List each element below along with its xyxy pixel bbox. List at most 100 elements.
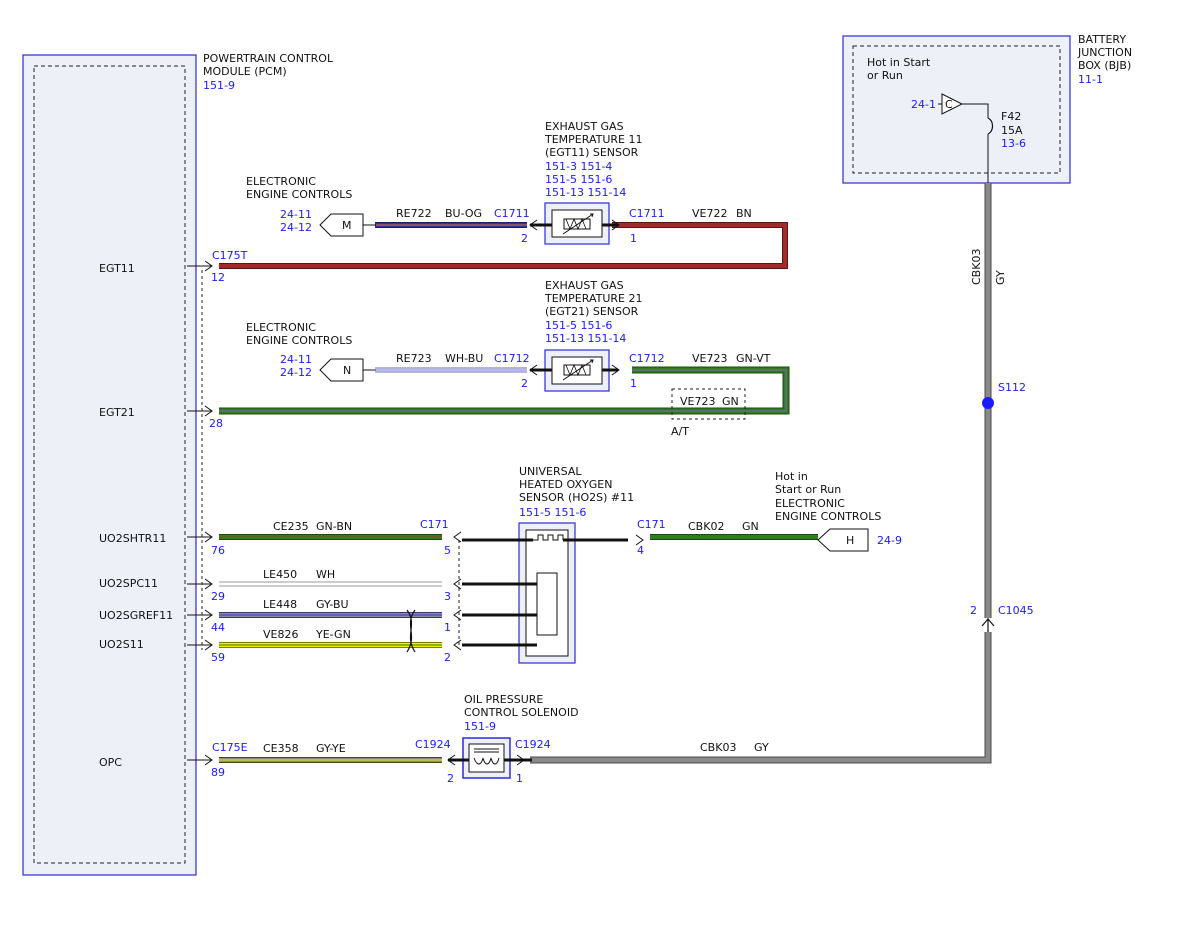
thermistor-icon xyxy=(562,359,594,381)
option-color: GN xyxy=(722,395,739,408)
eec-h-hot-line2: Start or Run xyxy=(775,483,841,496)
eec-m-letter: M xyxy=(342,219,352,232)
bjb-hot-line1: Hot in Start xyxy=(867,56,931,69)
cbk03-vert-color: GY xyxy=(994,270,1007,285)
ho2s-sensor: UNIVERSAL HEATED OXYGEN SENSOR (HO2S) #1… xyxy=(420,465,666,664)
wire-cbk02: CBK02 GN xyxy=(650,520,818,540)
le450-color: WH xyxy=(316,568,335,581)
ho2s-title-line3: SENSOR (HO2S) #11 xyxy=(519,491,634,504)
ve723-pcm-pin: 28 xyxy=(209,417,223,430)
bjb-title-line2: JUNCTION xyxy=(1077,46,1132,59)
ce358-pcm-pin: 89 xyxy=(211,766,225,779)
ve826-c171-pin: 2 xyxy=(444,651,451,664)
ops-title-line1: OIL PRESSURE xyxy=(464,693,543,706)
le450-pcm-pin: 29 xyxy=(211,590,225,603)
egt11-title-line2: TEMPERATURE 11 xyxy=(544,133,642,146)
ve722-circuit: VE722 xyxy=(692,207,727,220)
bjb-title-line3: BOX (BJB) xyxy=(1078,59,1131,72)
eec-n: ELECTRONIC ENGINE CONTROLS 24-11 24-12 N xyxy=(246,321,376,382)
ops-pin-left: 2 xyxy=(447,772,454,785)
ce235-c171-pin: 5 xyxy=(444,544,451,557)
bjb-terminal-letter: C xyxy=(945,98,953,111)
fuse-rating: 15A xyxy=(1001,124,1023,137)
eec-n-ref1: 24-11 xyxy=(280,353,312,366)
ce235-circuit: CE235 xyxy=(273,520,309,533)
egt11-sensor: EXHAUST GAS TEMPERATURE 11 (EGT11) SENSO… xyxy=(494,120,665,245)
ho2s-pin-right: 4 xyxy=(637,544,644,557)
fuse-name: F42 xyxy=(1001,110,1021,123)
wire-le450: LE450 WH 29 3 xyxy=(211,568,451,603)
bjb-title-line1: BATTERY xyxy=(1078,33,1126,46)
cbk02-color: GN xyxy=(742,520,759,533)
eec-h-letter: H xyxy=(846,534,854,547)
pcm-pin-uo2sgref11: UO2SGREF11 xyxy=(99,609,173,622)
bjb-ref: 11-1 xyxy=(1078,73,1103,86)
wire-ve826: VE826 YE-GN 59 2 xyxy=(211,628,451,664)
ho2s-title-line2: HEATED OXYGEN xyxy=(519,478,612,491)
eec-m: ELECTRONIC ENGINE CONTROLS 24-11 24-12 M xyxy=(246,175,376,237)
eec-m-ref1: 24-11 xyxy=(280,208,312,221)
wire-cbk03: CBK03 GY CBK03 GY xyxy=(530,183,1007,764)
le448-color: GY-BU xyxy=(316,598,349,611)
egt21-pin-right: 1 xyxy=(630,377,637,390)
re722-circuit: RE722 xyxy=(396,207,432,220)
le448-circuit: LE448 xyxy=(263,598,297,611)
eec-h-title-line1: ELECTRONIC xyxy=(775,497,845,510)
pcm-title-line2: MODULE (PCM) xyxy=(203,65,287,78)
ve826-circuit: VE826 xyxy=(263,628,298,641)
bjb-terminal-ref: 24-1 xyxy=(911,98,936,111)
eec-h-ref: 24-9 xyxy=(877,534,902,547)
cbk03-color: GY xyxy=(754,741,769,754)
egt21-sensor: EXHAUST GAS TEMPERATURE 21 (EGT21) SENSO… xyxy=(494,279,665,392)
eec-n-letter: N xyxy=(343,364,351,377)
ops-ref: 151-9 xyxy=(464,720,496,733)
wire-ve722: VE722 BN 12 xyxy=(211,207,788,284)
connector-c1045: 2 C1045 xyxy=(970,604,1034,632)
battery-junction-box: BATTERY JUNCTION BOX (BJB) 11-1 Hot in S… xyxy=(842,33,1132,184)
option-at-box: VE723 GN A/T xyxy=(671,388,746,438)
ve826-pcm-pin: 59 xyxy=(211,651,225,664)
ce235-pcm-pin: 76 xyxy=(211,544,225,557)
eec-h-title-line2: ENGINE CONTROLS xyxy=(775,510,881,523)
fuse-ref: 13-6 xyxy=(1001,137,1026,150)
egt11-conn-right: C1711 xyxy=(629,207,665,220)
ops-title-line2: CONTROL SOLENOID xyxy=(464,706,579,719)
wire-ve723: VE723 GN-VT 28 xyxy=(209,352,790,430)
eec-n-terminal xyxy=(319,358,364,382)
le450-circuit: LE450 xyxy=(263,568,297,581)
wire-re722: RE722 BU-OG xyxy=(375,207,527,228)
egt11-conn-left: C1711 xyxy=(494,207,530,220)
egt21-conn-right: C1712 xyxy=(629,352,665,365)
ve723-circuit: VE723 xyxy=(692,352,727,365)
eec-n-title-line2: ENGINE CONTROLS xyxy=(246,334,352,347)
pcm-pin-egt11: EGT11 xyxy=(99,262,135,275)
connector-c175e: C175E xyxy=(212,741,248,754)
pcm-module: POWERTRAIN CONTROL MODULE (PCM) 151-9 EG… xyxy=(22,52,334,876)
le450-c171-pin: 3 xyxy=(444,590,451,603)
egt21-refs-line2: 151-13 151-14 xyxy=(545,332,626,345)
ho2s-conn-left: C171 xyxy=(420,518,449,531)
bjb-hot-line2: or Run xyxy=(867,69,903,82)
pcm-pin-uo2spc11: UO2SPC11 xyxy=(99,577,158,590)
pcm-pin-uo2shtr11: UO2SHTR11 xyxy=(99,532,166,545)
pcm-pin-opc: OPC xyxy=(99,756,122,769)
connector-c175t: C175T xyxy=(212,249,248,262)
egt11-title-line1: EXHAUST GAS xyxy=(545,120,624,133)
le448-c171-pin: 1 xyxy=(444,621,451,634)
cbk03-vert-circuit: CBK03 xyxy=(970,249,983,285)
c1045-pin: 2 xyxy=(970,604,977,617)
bjb-terminal-c xyxy=(941,93,964,115)
solenoid-coil-icon xyxy=(473,748,500,765)
ve723-color: GN-VT xyxy=(736,352,771,365)
oil-pressure-solenoid: OIL PRESSURE CONTROL SOLENOID 151-9 C192… xyxy=(415,693,579,785)
ce358-color: GY-YE xyxy=(316,742,346,755)
ops-conn-right: C1924 xyxy=(515,738,551,751)
wire-ce358: CE358 GY-YE 89 xyxy=(211,742,442,779)
egt21-title-line3: (EGT21) SENSOR xyxy=(545,305,639,318)
wire-re723: RE723 WH-BU xyxy=(375,352,527,373)
egt21-conn-left: C1712 xyxy=(494,352,530,365)
re722-color: BU-OG xyxy=(445,207,482,220)
wire-ce235: CE235 GN-BN 76 5 xyxy=(211,520,451,557)
ho2s-refs: 151-5 151-6 xyxy=(519,506,586,519)
cbk02-circuit: CBK02 xyxy=(688,520,724,533)
